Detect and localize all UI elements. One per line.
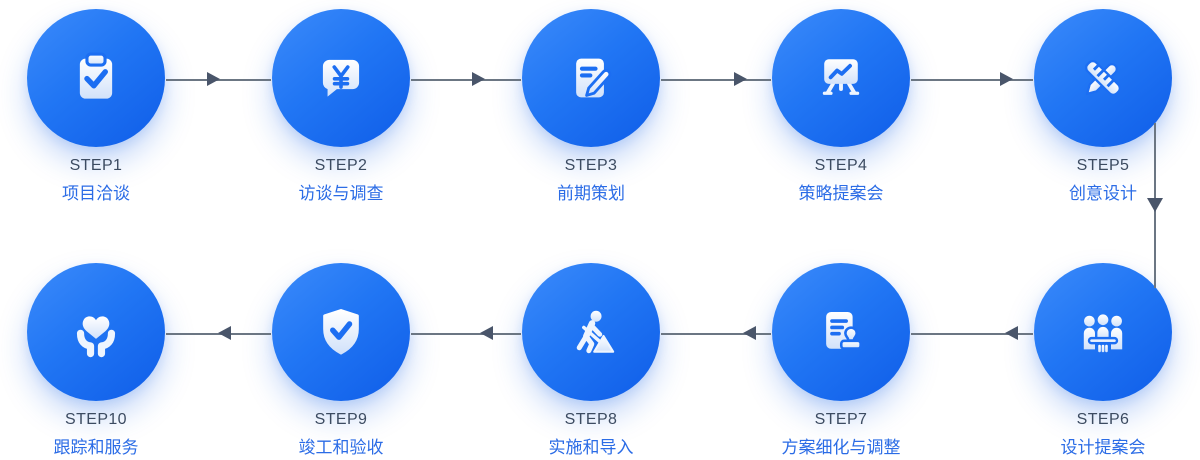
step-circle bbox=[1034, 263, 1172, 401]
arrow-left-icon bbox=[743, 326, 756, 340]
arrow-right-icon bbox=[734, 72, 747, 86]
meeting-icon bbox=[1083, 314, 1123, 353]
construction-worker-icon bbox=[576, 310, 615, 354]
step-title-label: 设计提案会 bbox=[1060, 438, 1146, 457]
step-number-label: STEP9 bbox=[314, 411, 368, 428]
step-title-label: 访谈与调查 bbox=[298, 184, 384, 203]
arrow-right-icon bbox=[1000, 72, 1013, 86]
step-title-label: 方案细化与调整 bbox=[781, 438, 901, 457]
arrow-right-icon bbox=[472, 72, 485, 86]
arrow-right-icon bbox=[207, 72, 220, 86]
step-number-label: STEP6 bbox=[1076, 411, 1130, 428]
step-circle bbox=[272, 9, 410, 147]
arrow-left-icon bbox=[480, 326, 493, 340]
step-node-6: STEP6 设计提案会 bbox=[1033, 263, 1173, 458]
heart-in-hands-icon bbox=[76, 316, 116, 358]
comment-yen-icon bbox=[322, 59, 360, 97]
step-number-label: STEP4 bbox=[814, 157, 868, 174]
pencil-ruler-icon bbox=[1084, 59, 1122, 97]
step-circle bbox=[27, 9, 165, 147]
step-node-7: STEP7 方案细化与调整 bbox=[771, 263, 911, 458]
step-title-label: 跟踪和服务 bbox=[53, 438, 139, 457]
connector-line-8-9 bbox=[411, 333, 521, 335]
step-title-label: 项目洽谈 bbox=[62, 184, 130, 203]
step-title-label: 前期策划 bbox=[557, 184, 625, 203]
arrow-down-icon bbox=[1147, 198, 1163, 212]
step-number-label: STEP2 bbox=[314, 157, 368, 174]
step-node-5: STEP5 创意设计 bbox=[1033, 9, 1173, 204]
step-number-label: STEP1 bbox=[69, 157, 123, 174]
arrow-left-icon bbox=[218, 326, 231, 340]
step-circle bbox=[272, 263, 410, 401]
connector-line-3-4 bbox=[661, 79, 771, 81]
connector-line-7-8 bbox=[661, 333, 771, 335]
step-node-2: STEP2 访谈与调查 bbox=[271, 9, 411, 204]
step-circle bbox=[522, 9, 660, 147]
step-title-label: 创意设计 bbox=[1069, 184, 1137, 203]
step-title-label: 实施和导入 bbox=[548, 438, 634, 457]
step-number-label: STEP10 bbox=[65, 411, 127, 428]
step-title-label: 竣工和验收 bbox=[298, 438, 384, 457]
connector-line-6-7 bbox=[911, 333, 1033, 335]
connector-line-4-5 bbox=[911, 79, 1033, 81]
step-node-3: STEP3 前期策划 bbox=[521, 9, 661, 204]
step-number-label: STEP5 bbox=[1076, 157, 1130, 174]
shield-check-icon bbox=[323, 309, 359, 355]
presentation-chart-icon bbox=[822, 59, 860, 95]
step-circle bbox=[772, 9, 910, 147]
connector-line-2-3 bbox=[411, 79, 521, 81]
step-node-9: STEP9 竣工和验收 bbox=[271, 263, 411, 458]
clipboard-check-icon bbox=[79, 52, 113, 99]
document-stamp-icon bbox=[826, 311, 862, 350]
arrow-left-icon bbox=[1005, 326, 1018, 340]
document-edit-icon bbox=[576, 58, 612, 98]
step-circle bbox=[27, 263, 165, 401]
step-circle bbox=[522, 263, 660, 401]
step-title-label: 策略提案会 bbox=[798, 184, 884, 203]
step-node-4: STEP4 策略提案会 bbox=[771, 9, 911, 204]
step-circle bbox=[772, 263, 910, 401]
step-number-label: STEP7 bbox=[814, 411, 868, 428]
step-node-1: STEP1 项目洽谈 bbox=[26, 9, 166, 204]
step-node-10: STEP10 跟踪和服务 bbox=[26, 263, 166, 458]
step-number-label: STEP3 bbox=[564, 157, 618, 174]
step-circle bbox=[1034, 9, 1172, 147]
step-node-8: STEP8 实施和导入 bbox=[521, 263, 661, 458]
step-number-label: STEP8 bbox=[564, 411, 618, 428]
